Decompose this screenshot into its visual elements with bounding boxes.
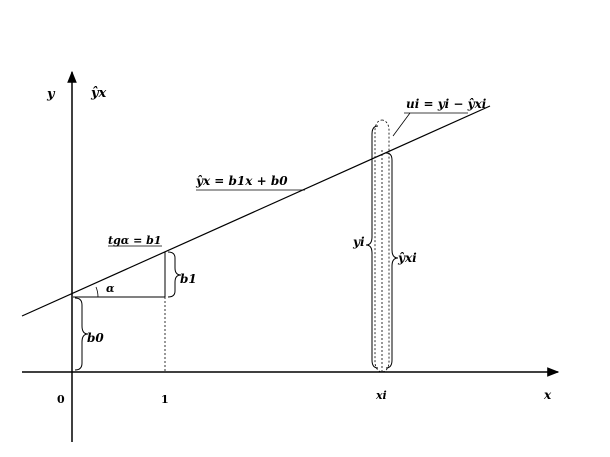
axis-x-label: x (543, 388, 552, 402)
yhat-xi-brace (385, 152, 399, 369)
angle-arc (95, 286, 99, 298)
residual-leader (392, 112, 411, 137)
rise-brace (167, 251, 182, 298)
tick-one-label: 1 (161, 393, 169, 406)
yhat-xi-label: ŷxi (397, 251, 417, 265)
slope-label: tgα = b1 (108, 234, 161, 247)
yi-label: yi (352, 235, 365, 249)
angle-label: α (106, 282, 115, 295)
tick-xi-label: xi (375, 389, 387, 402)
intercept-label: b0 (87, 331, 104, 345)
intercept-brace (74, 297, 89, 371)
rise-label: b1 (180, 272, 197, 286)
origin-label: 0 (57, 393, 65, 406)
axis-yhat-label: ŷx (90, 86, 107, 101)
yi-brace (365, 125, 379, 369)
axis-y-label: y (46, 87, 56, 102)
regression-eq-label: ŷx = b1x + b0 (195, 174, 288, 188)
residual-eq-label: ui = yi − ŷxi (406, 97, 487, 111)
xi-dashed-ellipse (374, 119, 390, 373)
regression-line (21, 105, 491, 317)
